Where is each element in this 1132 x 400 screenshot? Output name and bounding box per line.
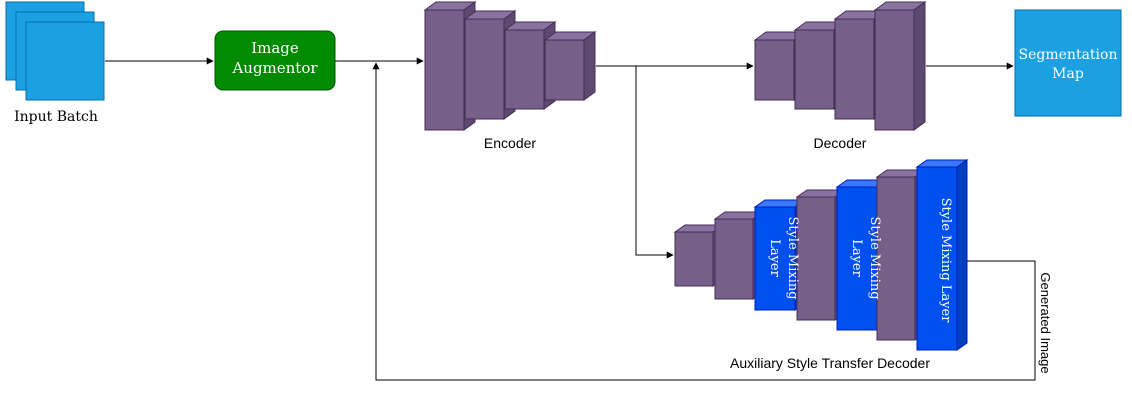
edge-generated-image-feedback [372, 62, 1036, 381]
generated-image-label: Generated Image [1038, 272, 1053, 373]
style-mixing-1-label-1: Style Mixing [785, 216, 800, 299]
style-mixing-2-label-1: Style Mixing [867, 216, 882, 299]
encoder-label: Encoder [484, 135, 536, 151]
segmentation-map-label-2: Map [1052, 66, 1084, 82]
edge-encoder-aux-decoder [635, 66, 674, 259]
input-batch-stack [5, 1, 105, 101]
decoder-blocks [753, 1, 927, 131]
aux-decoder-label: Auxiliary Style Transfer Decoder [730, 355, 930, 371]
image-augmentor-label-1: Image [251, 39, 299, 57]
image-augmentor-label-2: Augmentor [231, 59, 318, 77]
aux-decoder-blocks [673, 159, 969, 351]
encoder-blocks [423, 1, 597, 131]
style-mixing-3-label: Style Mixing Layer [938, 198, 953, 324]
segmentation-map-label-1: Segmentation [1019, 47, 1118, 63]
decoder-label: Decoder [814, 135, 867, 151]
style-mixing-2-label-2: Layer [849, 239, 864, 277]
style-mixing-1-label-2: Layer [767, 239, 782, 277]
input-batch-label: Input Batch [14, 109, 98, 125]
segmentation-map-box [1014, 9, 1122, 117]
